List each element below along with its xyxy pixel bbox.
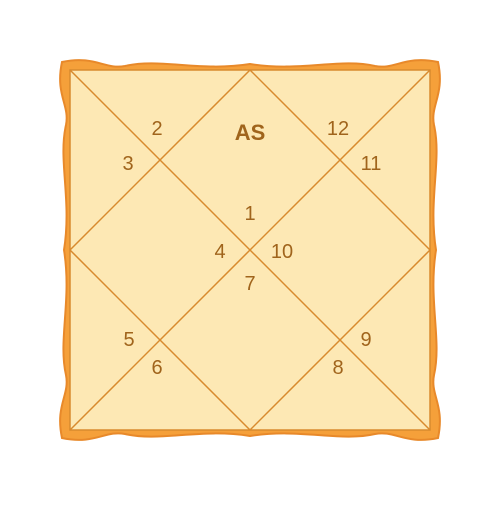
diamond-edge-bottom-left	[69, 249, 251, 431]
house-number-5: 5	[123, 329, 134, 351]
house-number-2: 2	[151, 118, 162, 140]
ascendant-label: AS	[235, 120, 266, 145]
house-number-6: 6	[151, 357, 162, 379]
house-number-12: 12	[327, 118, 349, 140]
house-number-4: 4	[214, 241, 225, 263]
diagonal-line-tr-bl	[69, 69, 431, 431]
house-number-9: 9	[360, 329, 371, 351]
house-number-1: 1	[244, 203, 255, 225]
house-number-7: 7	[244, 273, 255, 295]
house-number-8: 8	[332, 357, 343, 379]
house-number-11: 11	[361, 153, 382, 175]
diamond-edge-top-right	[249, 69, 431, 251]
house-number-10: 10	[271, 241, 293, 263]
house-number-3: 3	[122, 153, 133, 175]
diamond-edge-left-top	[69, 69, 251, 251]
diamond-edge-right-bottom	[249, 249, 431, 431]
